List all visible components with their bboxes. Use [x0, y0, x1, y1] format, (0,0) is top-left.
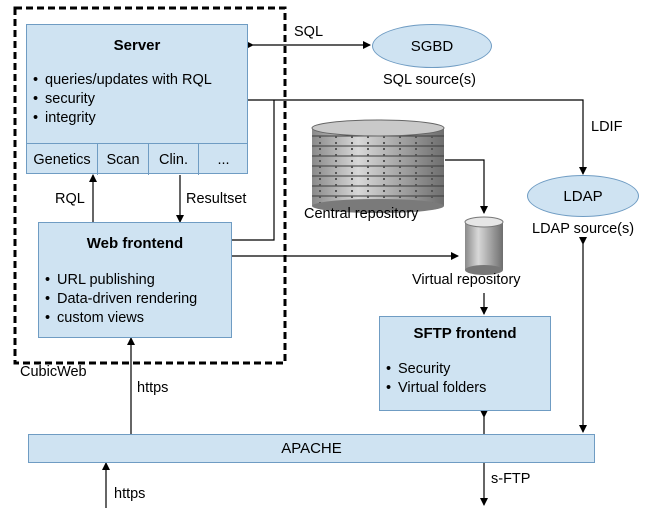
server-bullets: queries/updates with RQL security integr…: [33, 71, 212, 128]
list-item: integrity: [33, 109, 212, 128]
rql-label: RQL: [55, 191, 85, 207]
module-clin: Clin.: [148, 144, 198, 175]
list-item: Data-driven rendering: [45, 290, 197, 309]
cubicweb-label: CubicWeb: [20, 364, 87, 380]
module-scan: Scan: [97, 144, 148, 175]
server-modules-row: Genetics Scan Clin. ...: [27, 143, 247, 175]
apache-bar: APACHE: [28, 434, 595, 463]
module-more: ...: [198, 144, 248, 175]
https-lower-label: https: [114, 486, 146, 502]
sgbd-caption: SQL source(s): [383, 72, 476, 88]
https-upper-label: https: [137, 380, 169, 396]
list-item: queries/updates with RQL: [33, 71, 212, 90]
sftp-frontend-bullets: Security Virtual folders: [386, 360, 486, 398]
module-genetics: Genetics: [33, 151, 91, 168]
virtual-repository-label: Virtual repository: [412, 272, 521, 288]
list-item: Virtual folders: [386, 379, 486, 398]
apache-label: APACHE: [281, 440, 342, 457]
central-repository-label: Central repository: [304, 206, 419, 222]
web-frontend-bullets: URL publishing Data-driven rendering cus…: [45, 271, 197, 328]
sftp-label: s-FTP: [491, 471, 531, 487]
list-item: URL publishing: [45, 271, 197, 290]
web-server-link: [232, 100, 275, 241]
ldif-arrow: [248, 99, 587, 175]
server-box: Server queries/updates with RQL security…: [26, 24, 248, 175]
list-item: security: [33, 90, 212, 109]
web-frontend-title: Web frontend: [86, 235, 184, 252]
web-frontend-box: Web frontend URL publishing Data-driven …: [38, 222, 232, 338]
list-item: custom views: [45, 309, 197, 328]
server-title: Server: [113, 37, 161, 54]
ldap-node: LDAP: [527, 175, 639, 217]
cubicweb-boundary: [13, 6, 287, 365]
ldap-caption: LDAP source(s): [532, 221, 635, 237]
sql-label: SQL: [294, 24, 324, 40]
sgbd-node: SGBD: [372, 24, 492, 68]
list-item: Security: [386, 360, 486, 379]
central-to-virtual-arrow: [445, 159, 488, 214]
virtual-repository-icon: [464, 216, 504, 275]
sftp-frontend-box: SFTP frontend Security Virtual folders: [379, 316, 551, 411]
sftp-frontend-title: SFTP frontend: [413, 325, 517, 342]
ldif-label: LDIF: [591, 119, 623, 135]
central-repository-icon: [311, 119, 445, 213]
resultset-label: Resultset: [186, 191, 247, 207]
